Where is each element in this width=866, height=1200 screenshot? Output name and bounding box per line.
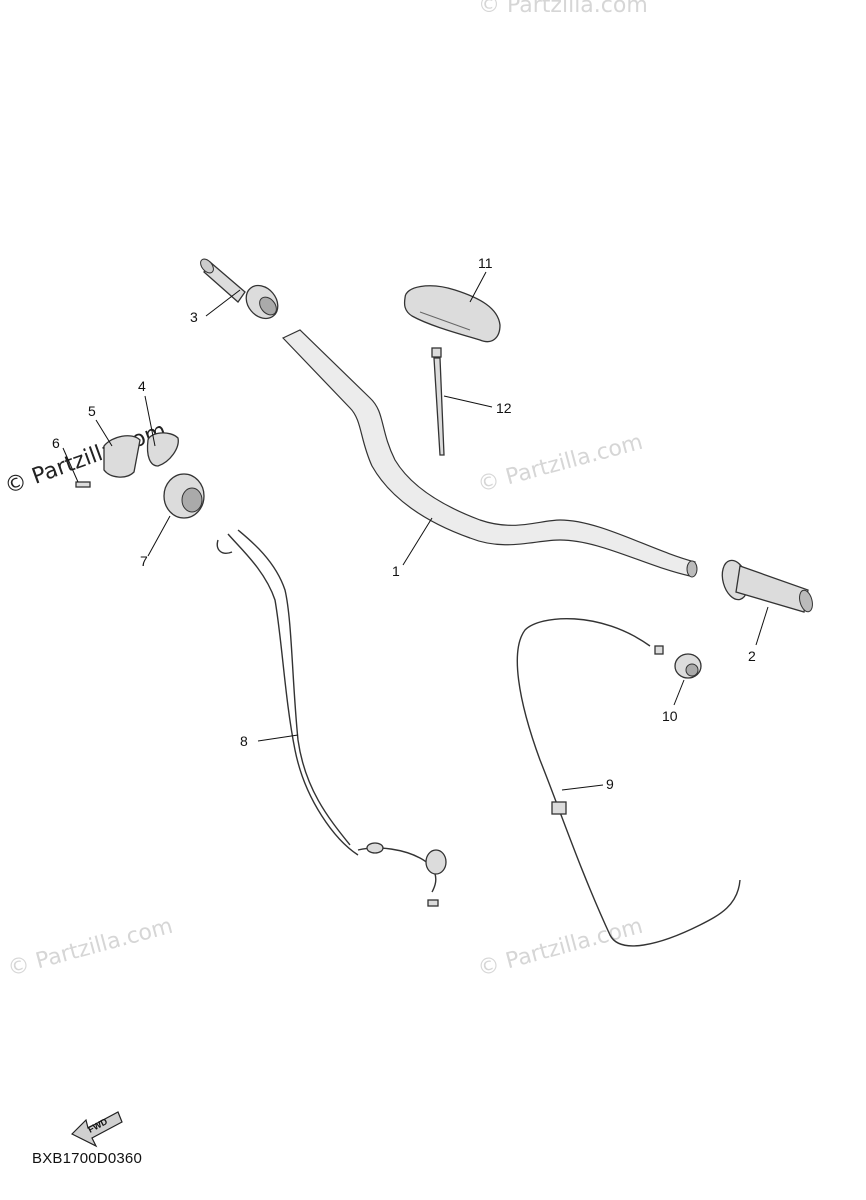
callout-2: 2 [748,648,756,664]
callout-5: 5 [88,403,96,419]
watermark-mid-right: © Partzilla.com [475,430,645,498]
callout-7: 7 [140,553,148,569]
callout-12: 12 [496,400,512,416]
cover-part-11 [403,285,501,343]
callout-1: 1 [392,563,400,579]
screw-part-6 [75,481,91,488]
watermark-bottom-right: © Partzilla.com [475,914,645,982]
callout-9: 9 [606,776,614,792]
handlebar-part-1 [281,329,698,578]
switch-part-7 [163,473,205,519]
cable-part-8 [216,529,447,907]
left-grip-part-3 [200,258,279,320]
leader-lines [62,271,769,791]
callout-6: 6 [52,435,60,451]
bracket-part-4 [146,432,179,467]
callout-10: 10 [662,708,678,724]
callout-3: 3 [190,309,198,325]
band-part-12 [431,347,445,456]
fwd-arrow-icon: FWD [70,1111,123,1148]
callout-8: 8 [240,733,248,749]
plate-part-5 [103,435,141,478]
callout-4: 4 [138,378,146,394]
right-grip-part-2 [721,559,813,613]
cable-part-9 [516,618,741,947]
callout-11: 11 [478,255,493,271]
watermark-top-right: © Partzilla.com [478,0,648,18]
adjuster-part-10 [674,653,702,679]
watermark-bottom-left: © Partzilla.com [5,914,175,982]
diagram-code: BXB1700D0360 [32,1150,142,1167]
